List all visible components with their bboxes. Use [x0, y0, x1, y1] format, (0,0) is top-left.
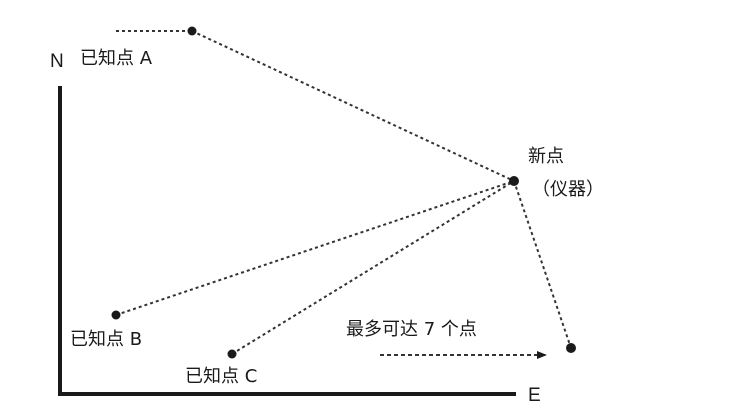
new-point-note: （仪器）: [532, 179, 604, 200]
sight-line-extra: [513, 180, 572, 349]
new-point-label: 新点: [528, 146, 564, 167]
known-point-a-label: 已知点 A: [80, 48, 153, 69]
point-known-b: [111, 310, 121, 320]
point-new: [509, 176, 519, 186]
sight-line-c: [231, 180, 515, 355]
north-axis-label: N: [50, 51, 64, 72]
sight-line-a: [191, 30, 515, 182]
max-reach-label: 最多可达 7 个点: [346, 319, 477, 340]
point-extra: [566, 343, 576, 353]
point-known-c: [227, 349, 237, 359]
known-point-c-label: 已知点 C: [185, 366, 258, 387]
point-known-a: [187, 26, 197, 36]
known-point-b-label: 已知点 B: [70, 329, 143, 350]
east-axis-label: E: [528, 385, 541, 406]
sight-line-b: [115, 180, 515, 316]
